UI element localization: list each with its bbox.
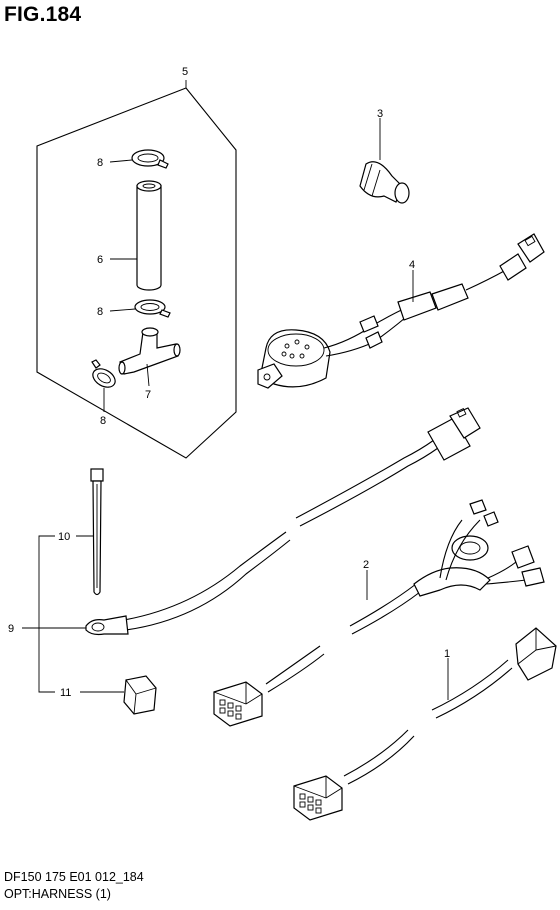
callout-2: 2: [363, 559, 369, 571]
plug-grommet[interactable]: [359, 161, 410, 204]
callout-6: 6: [97, 254, 103, 266]
t-joint[interactable]: [118, 327, 181, 375]
cable-tie[interactable]: [90, 468, 104, 596]
wire-harness-2[interactable]: [213, 499, 545, 727]
hose-clamp-top[interactable]: [131, 149, 169, 169]
buzzer-harness[interactable]: [257, 233, 545, 389]
callout-11: 11: [60, 687, 71, 699]
fuel-hose[interactable]: [136, 180, 162, 291]
callout-1: 1: [444, 648, 450, 660]
callout-bracket: [38, 535, 55, 693]
hose-clamp-bottom[interactable]: [90, 359, 119, 391]
diagram-code: DF150 175 E01 012_184: [4, 870, 144, 884]
callout-8-top: 8: [97, 157, 103, 169]
ground-cable[interactable]: [85, 407, 481, 636]
callout-9: 9: [8, 623, 14, 635]
callout-7: 7: [145, 389, 151, 401]
callout-8-bottom: 8: [100, 415, 106, 427]
wire-harness-1[interactable]: [293, 627, 557, 821]
callout-10: 10: [58, 531, 70, 543]
kit-outline-5: [36, 80, 237, 459]
callout-5: 5: [182, 66, 188, 78]
callout-3: 3: [377, 108, 383, 120]
diagram-caption: OPT:HARNESS (1): [4, 887, 111, 901]
hose-clamp-middle[interactable]: [134, 299, 171, 318]
callout-4: 4: [409, 259, 415, 271]
callout-8-middle: 8: [97, 306, 103, 318]
figure-title: FIG.184: [4, 3, 82, 26]
fuse-cap[interactable]: [123, 675, 157, 715]
